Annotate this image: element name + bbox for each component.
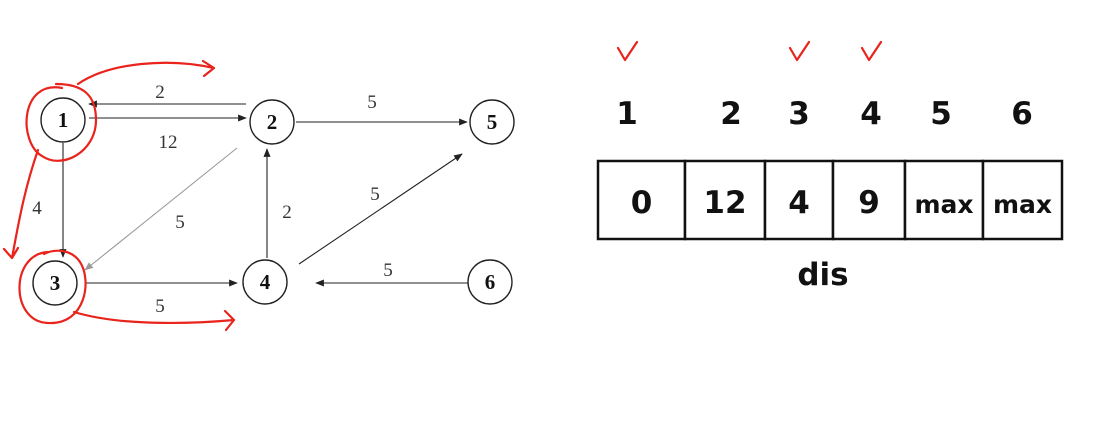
node-label: 5 bbox=[487, 110, 498, 134]
array-indices: 1 2 3 4 5 6 bbox=[616, 96, 1033, 132]
node-circle bbox=[242, 259, 288, 305]
cell-value: 9 bbox=[858, 185, 880, 221]
dis-cell-2: 12 bbox=[683, 159, 767, 241]
array-index-2: 2 bbox=[720, 96, 742, 132]
highlight-arrow-arc-from-node-3 bbox=[72, 309, 236, 332]
array-index-6: 6 bbox=[1011, 96, 1033, 132]
graph-node-4: 4 bbox=[242, 259, 288, 305]
cell-value: 12 bbox=[703, 185, 746, 221]
node-circle bbox=[467, 259, 513, 305]
highlight-arc-node-1-to-node-3 bbox=[2, 148, 40, 260]
edge-weight-1-2: 12 bbox=[159, 132, 178, 153]
edge-weight-2-3: 5 bbox=[175, 212, 185, 233]
check-mark-1 bbox=[616, 40, 639, 62]
cell-value: 0 bbox=[631, 185, 653, 221]
node-label: 2 bbox=[267, 110, 278, 134]
dis-cell-5: max bbox=[903, 159, 985, 241]
node-circle bbox=[469, 99, 515, 145]
edge-weight-4-2: 2 bbox=[282, 202, 292, 223]
node-label: 6 bbox=[485, 270, 496, 294]
node-circle bbox=[249, 99, 295, 145]
edge-2-3 bbox=[84, 147, 238, 271]
edge-weight-3-4: 5 bbox=[155, 296, 165, 317]
highlight-circle-around-node-1 bbox=[25, 82, 98, 162]
check-mark-4 bbox=[860, 40, 883, 62]
dis-cell-3: 4 bbox=[763, 159, 835, 241]
edge-weight-4-5: 5 bbox=[370, 184, 380, 205]
graph-edges bbox=[59, 100, 468, 287]
graph-node-6: 6 bbox=[467, 259, 513, 305]
node-label: 3 bbox=[50, 271, 61, 295]
visited-highlight-strokes bbox=[2, 59, 236, 332]
check-mark-3 bbox=[788, 40, 811, 62]
graph-node-1: 1 bbox=[40, 97, 86, 143]
edge-weight-6-4: 5 bbox=[383, 260, 393, 281]
array-index-4: 4 bbox=[860, 96, 882, 132]
node-circle bbox=[32, 260, 78, 306]
edge-weight-1-3: 4 bbox=[32, 198, 42, 219]
array-index-5: 5 bbox=[930, 96, 952, 132]
node-label: 1 bbox=[58, 108, 69, 132]
cell-box bbox=[683, 159, 767, 241]
highlight-arrow-arc-from-node-1 bbox=[76, 59, 216, 86]
graph-node-2: 2 bbox=[249, 99, 295, 145]
dis-cell-6: max bbox=[981, 159, 1064, 241]
array-index-1: 1 bbox=[616, 96, 638, 132]
visited-checkmarks bbox=[616, 40, 883, 62]
highlight-circle-around-node-3 bbox=[18, 249, 87, 325]
edge-weight-2-5: 5 bbox=[367, 92, 377, 113]
cell-value: 4 bbox=[788, 185, 810, 221]
edge-weight-2-1: 2 bbox=[155, 82, 165, 103]
node-label: 4 bbox=[260, 270, 271, 294]
dis-array-label: dis bbox=[797, 257, 848, 293]
dis-cell-4: 9 bbox=[831, 159, 907, 241]
graph-node-5: 5 bbox=[469, 99, 515, 145]
node-circle bbox=[40, 97, 86, 143]
cell-value: max bbox=[914, 190, 973, 219]
cell-box bbox=[763, 159, 835, 241]
dis-cell-1: 0 bbox=[596, 159, 687, 241]
cell-box bbox=[981, 159, 1064, 241]
cell-box bbox=[831, 159, 907, 241]
graph-node-3: 3 bbox=[32, 260, 78, 306]
edge-4-5 bbox=[298, 153, 463, 265]
array-index-3: 3 bbox=[788, 96, 810, 132]
cell-value: max bbox=[993, 190, 1052, 219]
